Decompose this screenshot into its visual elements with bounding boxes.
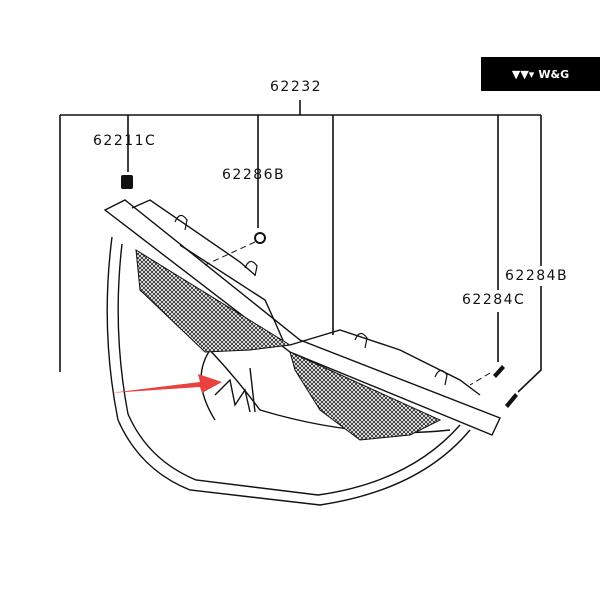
callout-62286b: 62286B — [222, 167, 286, 183]
nut-62286b-icon — [254, 232, 266, 244]
screw-62284b-icon — [505, 393, 518, 408]
mesh-panels — [135, 249, 442, 441]
emblem — [214, 367, 256, 413]
brand-mark-icon: ▼▼▾ — [511, 67, 535, 81]
red-arrow-pointer — [110, 374, 222, 393]
fasteners — [121, 175, 518, 408]
callout-62284c: 62284C — [462, 292, 526, 308]
clip-62211c-icon — [121, 175, 133, 189]
screw-62284c-icon — [493, 365, 505, 378]
callout-62211c: 62211C — [93, 133, 157, 149]
brand-name: W&G — [538, 67, 570, 81]
brackets — [174, 214, 448, 386]
brand-logo: ▼▼▾ W&G — [481, 57, 600, 91]
callout-62284b: 62284B — [505, 268, 569, 284]
callout-62232: 62232 — [270, 79, 323, 95]
grille-frame — [103, 199, 501, 506]
leader-lines — [59, 100, 542, 393]
